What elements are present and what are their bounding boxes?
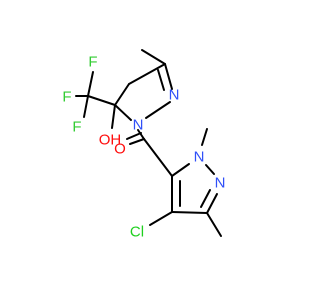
bond xyxy=(157,69,165,91)
bond xyxy=(171,211,208,214)
bond xyxy=(141,49,166,65)
bond xyxy=(126,132,142,140)
bond xyxy=(87,95,116,106)
bond xyxy=(143,138,173,177)
bond xyxy=(145,101,171,119)
bond xyxy=(87,71,94,97)
bond xyxy=(205,164,215,175)
bond xyxy=(201,128,208,146)
hydroxyl-label: OH xyxy=(99,132,122,149)
nitrogen-atom-label: N xyxy=(133,117,144,134)
atom-labels: F F F OH N N O N N Cl xyxy=(62,54,225,241)
bonds xyxy=(75,49,222,237)
bond xyxy=(171,163,190,177)
bond xyxy=(164,63,173,90)
nitrogen-atom-label: N xyxy=(194,149,205,166)
nitrogen-atom-label: N xyxy=(169,87,180,104)
fluorine-atom-label: F xyxy=(88,54,97,71)
bond xyxy=(200,189,211,208)
fluorine-atom-label: F xyxy=(62,89,71,106)
bond xyxy=(206,212,222,237)
bond xyxy=(149,211,173,226)
fluorine-atom-label: F xyxy=(72,119,81,136)
nitrogen-atom-label: N xyxy=(215,175,226,192)
molecule-structure-diagram: F F F OH N N O N N Cl xyxy=(62,49,225,241)
bond xyxy=(114,83,130,106)
bond xyxy=(206,193,218,214)
bond xyxy=(137,129,145,140)
chlorine-atom-label: Cl xyxy=(130,224,144,241)
bond xyxy=(129,138,145,145)
bond xyxy=(83,95,89,118)
bond xyxy=(111,104,116,129)
bond xyxy=(128,63,166,85)
oxygen-atom-label: O xyxy=(114,141,126,158)
bond xyxy=(114,104,132,121)
